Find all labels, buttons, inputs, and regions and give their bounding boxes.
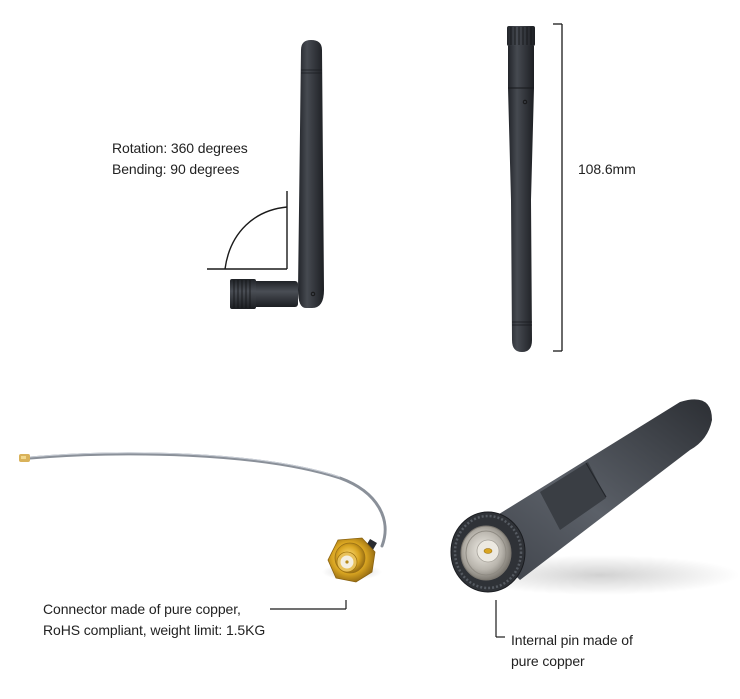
- dimension-bracket: [553, 23, 563, 352]
- length-dimension-label: 108.6mm: [578, 161, 636, 177]
- bent-antenna: [207, 40, 324, 309]
- connector-caption-line2: RoHS compliant, weight limit: 1.5KG: [43, 622, 266, 638]
- bending-label: Bending: 90 degrees: [112, 161, 240, 177]
- callout-pin-line: [495, 600, 505, 638]
- pin-caption-line1: Internal pin made of: [511, 632, 633, 648]
- pin-caption-line2: pure copper: [511, 653, 585, 669]
- bend-angle-indicator: [207, 191, 288, 270]
- pigtail-cable: [19, 452, 387, 583]
- connector-caption-line1: Connector made of pure copper,: [43, 601, 241, 617]
- antenna-closeup: [450, 399, 740, 595]
- rotation-label: Rotation: 360 degrees: [112, 140, 248, 156]
- straight-antenna: [507, 23, 563, 352]
- callout-connector-line: [270, 600, 347, 610]
